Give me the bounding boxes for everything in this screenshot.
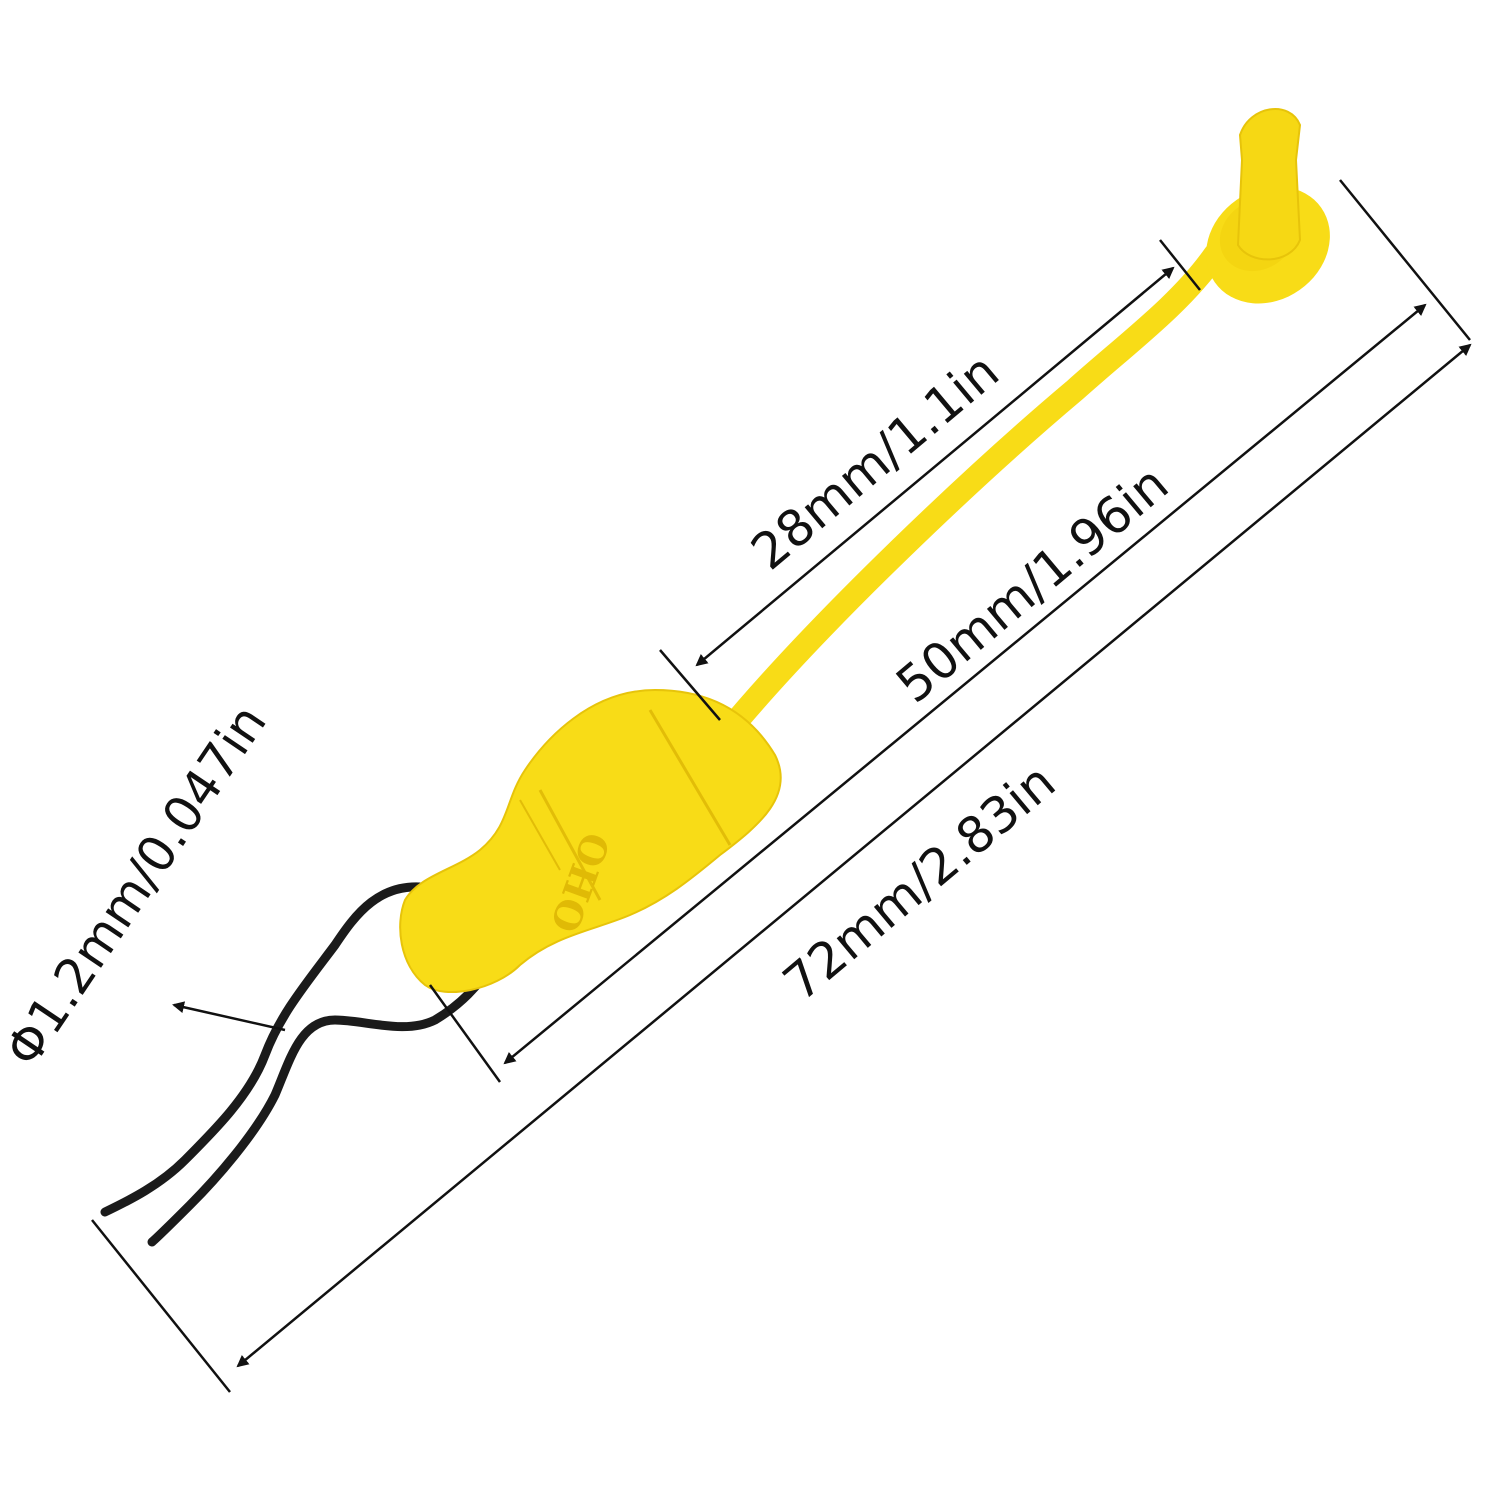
dim-arrow-28mm: [695, 266, 1175, 667]
ext-line-50-right: [1339, 179, 1471, 341]
dim-arrow-72mm: [236, 343, 1472, 1368]
yellow-pull-tab: OHO: [399, 108, 1330, 993]
dim-arrow-wire-diameter: [172, 1001, 286, 1032]
ext-line-28-right: [1159, 239, 1201, 291]
ext-line-72-left: [91, 1219, 231, 1393]
label-total-length: 72mm/2.83in: [772, 753, 1066, 1013]
pull-tab-peg: [1236, 108, 1302, 261]
label-tab-length: 50mm/1.96in: [885, 455, 1179, 715]
label-stem-length: 28mm/1.1in: [740, 342, 1009, 581]
dimension-lines: [91, 179, 1472, 1393]
